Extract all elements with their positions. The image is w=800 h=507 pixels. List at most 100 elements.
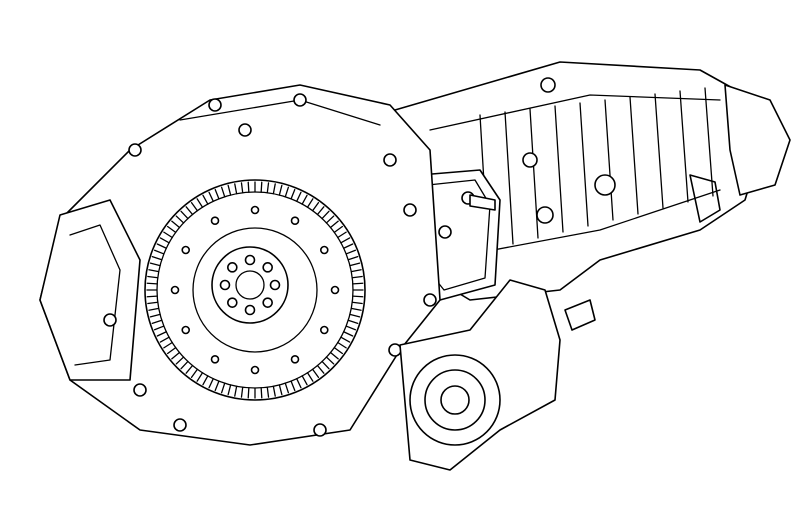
gear-tooth [290, 380, 296, 392]
gear-tooth [208, 191, 214, 202]
housing-bolt [293, 93, 307, 107]
gear-tooth [352, 295, 364, 298]
gear-tooth [171, 220, 181, 229]
gear-tooth [260, 181, 263, 193]
gear-tooth [278, 384, 283, 396]
gear-tooth [333, 346, 344, 355]
flywheel-hole [250, 205, 260, 215]
housing-bolt [208, 98, 222, 112]
gear-tooth [190, 368, 199, 379]
flywheel-hole [330, 285, 340, 295]
case-rib [679, 90, 689, 203]
flywheel-hole [319, 245, 329, 255]
gear-tooth [220, 382, 226, 394]
gear-tooth [321, 360, 330, 370]
flywheel-hole [181, 245, 191, 255]
gear-tooth [340, 336, 351, 343]
gear-tooth [321, 210, 330, 220]
gear-tooth [146, 282, 158, 285]
gear-tooth [351, 275, 363, 279]
gear-tooth [166, 225, 177, 234]
gear-tooth [296, 378, 302, 389]
gear-tooth [349, 262, 361, 267]
gear-tooth [185, 206, 194, 216]
gear-tooth [247, 181, 250, 193]
gear-tooth [266, 386, 270, 398]
case-rib [579, 102, 589, 227]
housing-bolt [423, 293, 437, 307]
gear-tooth [151, 319, 163, 325]
gear-tooth [202, 194, 209, 205]
gear-tooth [311, 201, 320, 212]
housing-bolt [128, 143, 142, 157]
case-rib [704, 87, 714, 197]
gear-tooth [316, 206, 325, 216]
gear-tooth [196, 198, 204, 208]
housing-bolt [403, 203, 417, 217]
flywheel-hole [290, 354, 300, 364]
gear-tooth [153, 249, 165, 255]
gear-tooth [301, 194, 308, 205]
gear-tooth [175, 215, 185, 224]
case-rib [629, 96, 639, 215]
gear-tooth [284, 186, 290, 198]
hub-bolt [262, 297, 273, 308]
gear-tooth [329, 351, 339, 360]
gear-tooth [196, 372, 204, 382]
gear-tooth [351, 301, 363, 305]
gear-tooth [350, 307, 362, 311]
gear-tooth [347, 255, 359, 261]
gear-tooth [159, 336, 170, 343]
gear-tooth [329, 220, 339, 229]
gear-tooth [227, 384, 232, 396]
gear-tooth [227, 184, 232, 196]
flywheel-hole [210, 354, 220, 364]
gear-tooth [345, 249, 357, 255]
housing-bolt [133, 383, 147, 397]
gear-tooth [149, 262, 161, 267]
flywheel-hole [210, 216, 220, 226]
gear-tooth [340, 237, 351, 244]
gear-tooth [260, 387, 263, 399]
gear-tooth [311, 368, 320, 379]
housing-bolt [383, 153, 397, 167]
gear-tooth [171, 351, 181, 360]
gear-tooth [352, 282, 364, 285]
gear-tooth [296, 191, 302, 202]
flywheel [144, 179, 366, 401]
gear-tooth [306, 198, 314, 208]
hub-bolt [269, 279, 281, 291]
output-flange [399, 279, 596, 471]
gear-tooth [214, 188, 220, 200]
case-rib [504, 111, 514, 245]
gear-tooth [325, 215, 335, 224]
case-rib [604, 99, 614, 221]
gear-tooth [350, 269, 362, 273]
gear-tooth [149, 313, 161, 318]
gear-tooth [247, 387, 250, 399]
gear-tooth [333, 225, 344, 234]
housing-bolt [388, 343, 402, 357]
gear-tooth [175, 356, 185, 365]
gear-tooth [278, 184, 283, 196]
gear-tooth [345, 325, 357, 331]
housing-bolt [313, 423, 327, 437]
hub-bolt [244, 304, 256, 316]
gear-tooth [234, 183, 238, 195]
hub-bolt [219, 279, 231, 291]
gear-tooth [343, 243, 354, 249]
flywheel-hole [181, 325, 191, 335]
hub-bolt [244, 254, 256, 266]
gear-tooth [190, 201, 199, 212]
gear-tooth [284, 382, 290, 394]
gear-tooth [208, 378, 214, 389]
gear-tooth [147, 301, 159, 305]
flywheel-hole [170, 285, 180, 295]
gear-tooth [343, 331, 354, 337]
gear-tooth [220, 186, 226, 198]
hub-bolt [262, 262, 273, 273]
gear-tooth [240, 386, 244, 398]
gear-tooth [306, 372, 314, 382]
gear-tooth [185, 364, 194, 374]
